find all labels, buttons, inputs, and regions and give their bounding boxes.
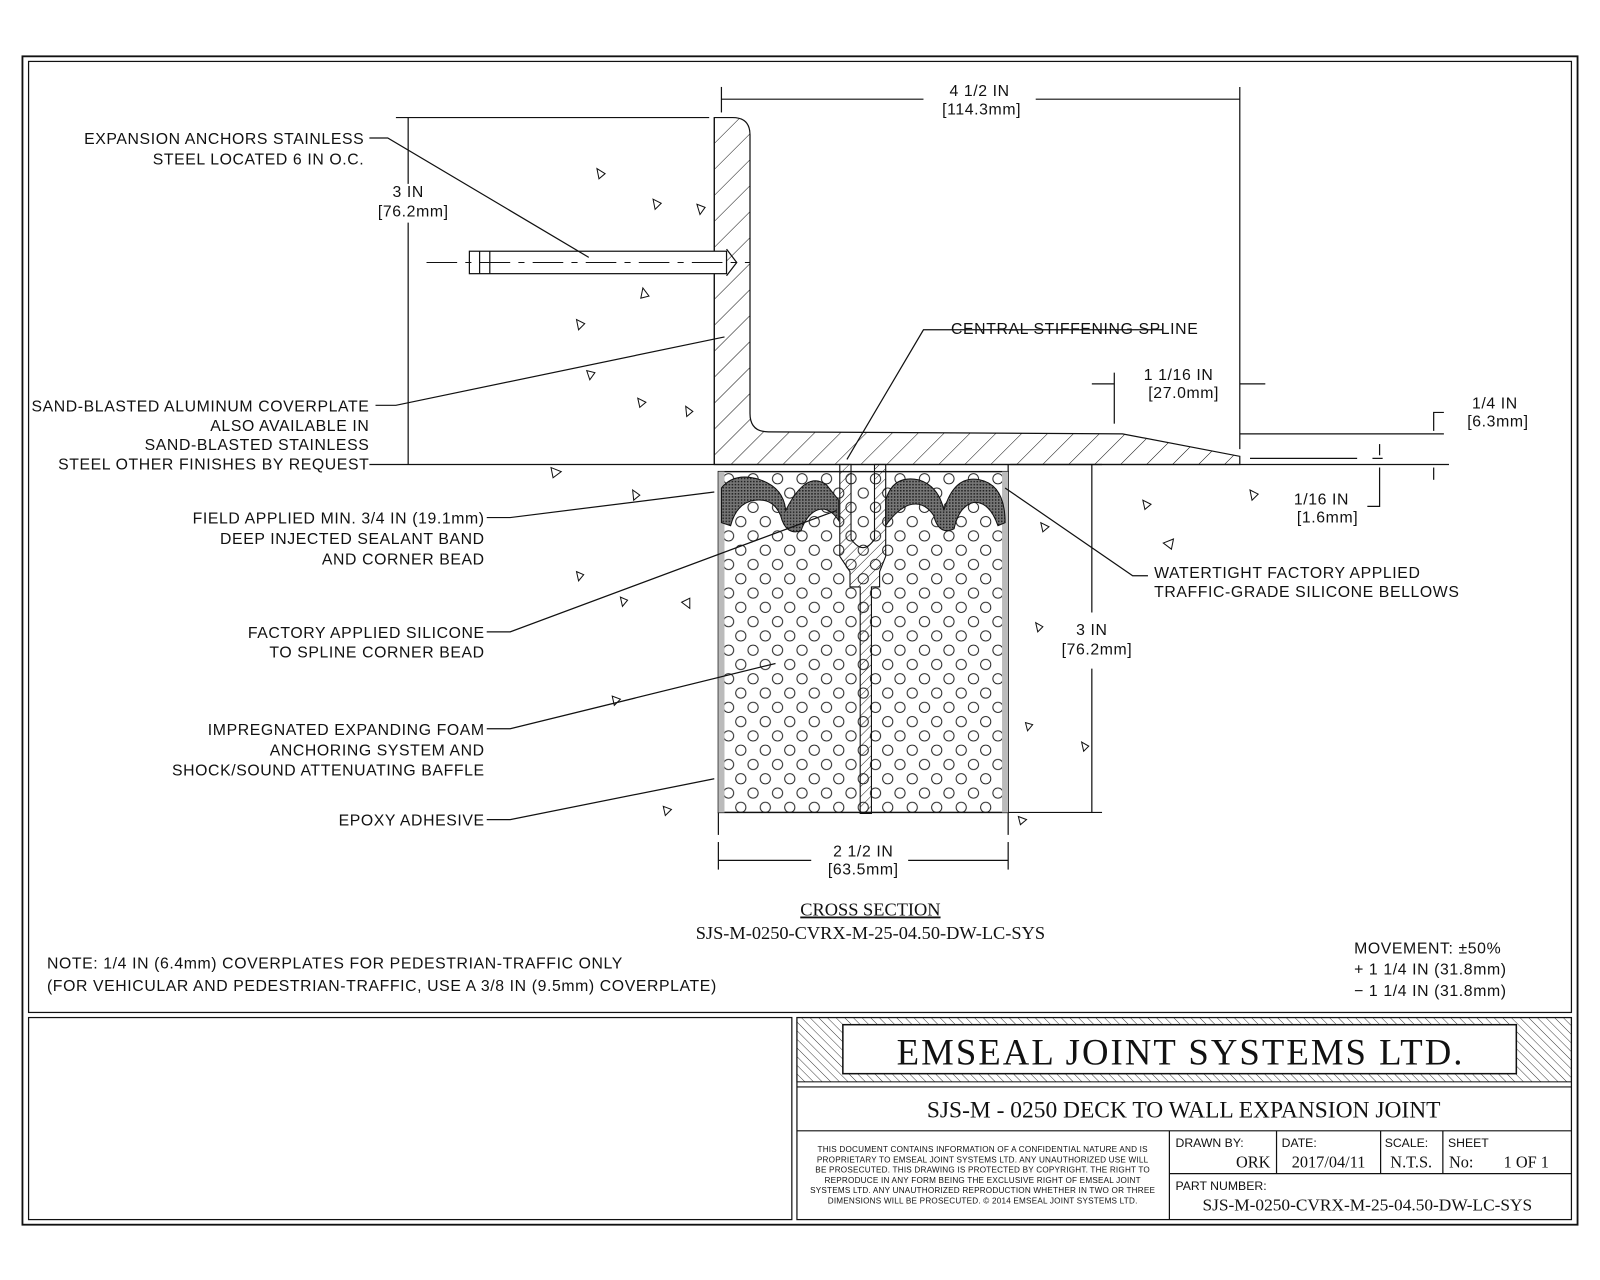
callout-epoxy: EPOXY ADHESIVE: [339, 813, 485, 830]
svg-text:SAND-BLASTED ALUMINUM COVERPLA: SAND-BLASTED ALUMINUM COVERPLATE: [31, 398, 369, 415]
svg-text:ANCHORING SYSTEM AND: ANCHORING SYSTEM AND: [270, 742, 485, 759]
outer-border: [21, 55, 1579, 1226]
svg-text:[27.0mm]: [27.0mm]: [1148, 385, 1219, 402]
svg-text:1/4 IN: 1/4 IN: [1472, 395, 1518, 412]
date-label: DATE:: [1282, 1136, 1317, 1150]
confidentiality-notice: THIS DOCUMENT CONTAINS INFORMATION OF A …: [810, 1145, 1155, 1205]
svg-text:AND CORNER BEAD: AND CORNER BEAD: [322, 551, 485, 568]
svg-text:TRAFFIC-GRADE SILICONE BELLOWS: TRAFFIC-GRADE SILICONE BELLOWS: [1154, 584, 1459, 601]
svg-text:SHOCK/SOUND ATTENUATING BAFFLE: SHOCK/SOUND ATTENUATING BAFFLE: [172, 763, 485, 780]
svg-text:ALSO AVAILABLE IN: ALSO AVAILABLE IN: [210, 418, 369, 435]
dimension-lip-width: 1 1/16 IN [27.0mm]: [1091, 367, 1266, 424]
sheet-label: SHEET: [1448, 1136, 1489, 1150]
svg-text:EXPANSION ANCHORS STAINLESS: EXPANSION ANCHORS STAINLESS: [84, 131, 364, 148]
note-line-2: (FOR VEHICULAR AND PEDESTRIAN-TRAFFIC, U…: [47, 978, 717, 995]
scale-value: N.T.S.: [1390, 1153, 1432, 1172]
dimension-plate-thickness: 1/4 IN [6.3mm]: [1433, 395, 1528, 480]
callout-silicone-bellows: WATERTIGHT FACTORY APPLIED TRAFFIC-GRADE…: [1154, 565, 1459, 601]
svg-text:DIMENSIONS WILL BE PROSECUTED.: DIMENSIONS WILL BE PROSECUTED. © 2014 EM…: [828, 1196, 1138, 1205]
blank-notes-box: [27, 1016, 793, 1221]
dimension-wall-height: 3 IN [76.2mm]: [378, 116, 710, 465]
svg-text:[114.3mm]: [114.3mm]: [942, 101, 1021, 118]
svg-text:[76.2mm]: [76.2mm]: [1062, 641, 1133, 658]
svg-text:STEEL OTHER FINISHES BY REQUES: STEEL OTHER FINISHES BY REQUEST: [58, 457, 369, 474]
svg-text:SAND-BLASTED STAINLESS: SAND-BLASTED STAINLESS: [145, 437, 370, 454]
dimension-joint-width: 2 1/2 IN [63.5mm]: [717, 842, 1009, 879]
svg-text:2 1/2 IN: 2 1/2 IN: [833, 843, 893, 860]
svg-text:DEEP INJECTED SEALANT BAND: DEEP INJECTED SEALANT BAND: [220, 531, 485, 548]
drawing-title: SJS-M - 0250 DECK TO WALL EXPANSION JOIN…: [927, 1098, 1441, 1124]
svg-text:[1.6mm]: [1.6mm]: [1297, 510, 1358, 527]
callout-central-spline: CENTRAL STIFFENING SPLINE: [951, 321, 1198, 338]
section-code: SJS-M-0250-CVRX-M-25-04.50-DW-LC-SYS: [696, 923, 1045, 943]
drawn-by-value: ORK: [1236, 1153, 1271, 1172]
part-number-value: SJS-M-0250-CVRX-M-25-04.50-DW-LC-SYS: [1202, 1195, 1532, 1214]
svg-text:[63.5mm]: [63.5mm]: [828, 862, 899, 879]
silicone-bellows-left: [720, 476, 840, 533]
expansion-anchor: [426, 248, 750, 277]
svg-text:4 1/2 IN: 4 1/2 IN: [949, 83, 1009, 100]
drawn-by-label: DRAWN BY:: [1176, 1136, 1244, 1150]
drawing-area-border: [27, 60, 1573, 1014]
part-number-label: PART NUMBER:: [1176, 1179, 1267, 1193]
svg-text:SYSTEMS LTD. ANY UNAUTHORIZED: SYSTEMS LTD. ANY UNAUTHORIZED REPRODUCTI…: [810, 1186, 1155, 1195]
svg-text:1/16 IN: 1/16 IN: [1294, 491, 1349, 508]
svg-text:BE PROSECUTED. THIS DRAWING IS: BE PROSECUTED. THIS DRAWING IS PROTECTED…: [815, 1166, 1150, 1175]
svg-text:IMPREGNATED EXPANDING FOAM: IMPREGNATED EXPANDING FOAM: [208, 722, 485, 739]
callout-expansion-anchors: EXPANSION ANCHORS STAINLESS STEEL LOCATE…: [84, 131, 364, 168]
title-block: EMSEAL JOINT SYSTEMS LTD. SJS-M - 0250 D…: [796, 1016, 1573, 1221]
svg-text:EPOXY ADHESIVE: EPOXY ADHESIVE: [339, 813, 485, 830]
svg-text:3 IN: 3 IN: [1076, 622, 1107, 639]
dimension-joint-depth: 3 IN [76.2mm]: [1010, 463, 1133, 813]
svg-text:THIS DOCUMENT CONTAINS INFORMA: THIS DOCUMENT CONTAINS INFORMATION OF A …: [818, 1145, 1149, 1154]
svg-text:REPRODUCE IN ANY FORM BEING TH: REPRODUCE IN ANY FORM BEING THE EXCLUSIV…: [825, 1176, 1141, 1185]
movement-label: MOVEMENT: ±50%: [1354, 940, 1501, 957]
coverplate: [713, 116, 1241, 466]
svg-text:1 1/16 IN: 1 1/16 IN: [1144, 367, 1214, 384]
leader-lines: [369, 137, 1164, 821]
svg-text:[6.3mm]: [6.3mm]: [1467, 414, 1528, 431]
svg-text:3 IN: 3 IN: [392, 184, 423, 201]
svg-text:WATERTIGHT FACTORY APPLIED: WATERTIGHT FACTORY APPLIED: [1154, 565, 1420, 582]
callout-foam: IMPREGNATED EXPANDING FOAM ANCHORING SYS…: [172, 722, 485, 780]
callout-spline-silicone: FACTORY APPLIED SILICONE TO SPLINE CORNE…: [248, 625, 485, 661]
sheet-value: 1 OF 1: [1504, 1153, 1549, 1172]
svg-text:FACTORY APPLIED SILICONE: FACTORY APPLIED SILICONE: [248, 625, 485, 642]
svg-text:STEEL LOCATED 6 IN O.C.: STEEL LOCATED 6 IN O.C.: [153, 151, 365, 168]
movement-plus: + 1 1/4 IN (31.8mm): [1354, 962, 1507, 979]
scale-label: SCALE:: [1385, 1136, 1429, 1150]
svg-text:[76.2mm]: [76.2mm]: [378, 204, 449, 221]
cross-section-drawing: 4 1/2 IN [114.3mm] 3 IN [76.2mm] 1 1/16 …: [369, 83, 1528, 879]
sheet-no-label: No:: [1449, 1153, 1473, 1172]
section-title: CROSS SECTION: [800, 900, 940, 920]
concrete-aggregate: [550, 167, 1260, 826]
svg-text:FIELD APPLIED MIN. 3/4 IN (19.: FIELD APPLIED MIN. 3/4 IN (19.1mm): [193, 511, 485, 528]
note-line-1: NOTE: 1/4 IN (6.4mm) COVERPLATES FOR PED…: [47, 956, 623, 973]
date-value: 2017/04/11: [1292, 1153, 1366, 1172]
dimension-edge-thickness: 1/16 IN [1.6mm]: [1294, 444, 1381, 527]
svg-text:PROPRIETARY TO EMSEAL JOINT SY: PROPRIETARY TO EMSEAL JOINT SYSTEMS LTD.…: [817, 1155, 1149, 1164]
central-stiffening-spline: [839, 463, 887, 815]
callout-coverplate: SAND-BLASTED ALUMINUM COVERPLATE ALSO AV…: [31, 398, 370, 474]
company-name: EMSEAL JOINT SYSTEMS LTD.: [897, 1031, 1465, 1072]
dimension-top-width: 4 1/2 IN [114.3mm]: [720, 83, 1241, 450]
svg-text:CENTRAL STIFFENING SPLINE: CENTRAL STIFFENING SPLINE: [951, 321, 1198, 338]
callout-sealant-band: FIELD APPLIED MIN. 3/4 IN (19.1mm) DEEP …: [193, 511, 485, 569]
movement-minus: − 1 1/4 IN (31.8mm): [1354, 983, 1507, 1000]
svg-text:TO SPLINE CORNER BEAD: TO SPLINE CORNER BEAD: [269, 644, 484, 661]
silicone-bellows-right: [885, 478, 1006, 532]
